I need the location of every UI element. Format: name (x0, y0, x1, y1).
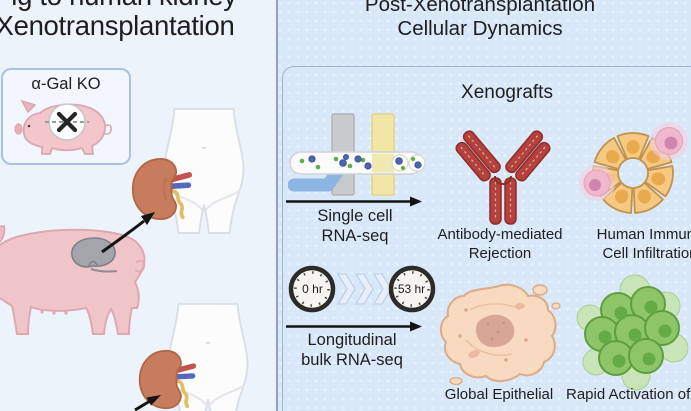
arrow-to-lower-kidney (134, 395, 161, 411)
rapid-activation-label: Rapid Activation of (566, 386, 691, 403)
cells-blue (308, 154, 422, 170)
pig-eye (27, 124, 31, 128)
curved-arrow-icon (101, 212, 155, 254)
arrow-right-icon (286, 321, 422, 332)
right-title-line2: Cellular Dynamics (397, 16, 563, 40)
pig-ear (0, 225, 6, 243)
ureter (176, 379, 190, 409)
clock-icon (288, 265, 436, 313)
activated-cells-illustration (576, 274, 689, 391)
alpha-gal-ko-label: α-Gal KO (31, 75, 101, 93)
arrow-right-icon (286, 196, 422, 207)
xenografts-header: Xenografts (461, 82, 553, 103)
kidney-body (131, 157, 178, 221)
timepoint-clocks (288, 265, 436, 313)
knockout-icon (45, 103, 89, 141)
antibody-icon (455, 130, 551, 225)
pig-snout (14, 123, 23, 135)
immune-cell-pink (579, 122, 688, 201)
left-title-line1: Pig to human kidney (0, 0, 270, 11)
epithelial-cell-illustration (440, 283, 561, 386)
longitudinal-rnaseq-label: Longitudinal bulk RNA-seq (301, 331, 403, 369)
pig-tail (134, 259, 146, 273)
immune-infiltration-illustration (579, 122, 688, 217)
renal-vein (168, 182, 192, 189)
pig-tail (102, 124, 112, 135)
transplanted-kidney-lower (138, 349, 197, 410)
renal-artery (168, 172, 193, 183)
ko-pig-illustration (14, 99, 112, 155)
right-title-line1: Post-Xenotransplantation (364, 0, 596, 16)
transplanted-kidney-upper (131, 157, 193, 221)
global-epithelial-label: Global Epithelial (444, 386, 554, 403)
navel (201, 146, 207, 149)
cell-nucleus (476, 314, 515, 348)
renal-artery (173, 363, 197, 374)
xenografts-box (282, 66, 691, 411)
single-cell-rnaseq-label: Single cell RNA-seq (317, 207, 393, 245)
left-panel-title: Pig to human kidney Xenotransplantation (0, 0, 270, 41)
pig-kidney-gray (71, 237, 118, 273)
clock-start-label: 0 hr (302, 282, 323, 296)
right-panel-title: Post-Xenotransplantation Cellular Dynami… (355, 0, 605, 40)
left-title-line2: Xenotransplantation (0, 10, 235, 41)
immune-infiltration-label: Human Immune Cell Infiltration (596, 226, 691, 262)
chevron-right-icon (336, 273, 392, 305)
navel (205, 341, 211, 344)
clock-end-label: 53 hr (397, 282, 426, 296)
donor-pig-illustration (0, 225, 146, 335)
pig-ear (20, 99, 37, 114)
renal-vein (173, 373, 196, 380)
kidney-body (138, 349, 182, 410)
cells-green (299, 156, 416, 171)
microfluidic-chip-icon (288, 113, 426, 196)
antibody-rejection-label: Antibody-mediated Rejection (437, 226, 563, 262)
ureter (171, 189, 185, 220)
